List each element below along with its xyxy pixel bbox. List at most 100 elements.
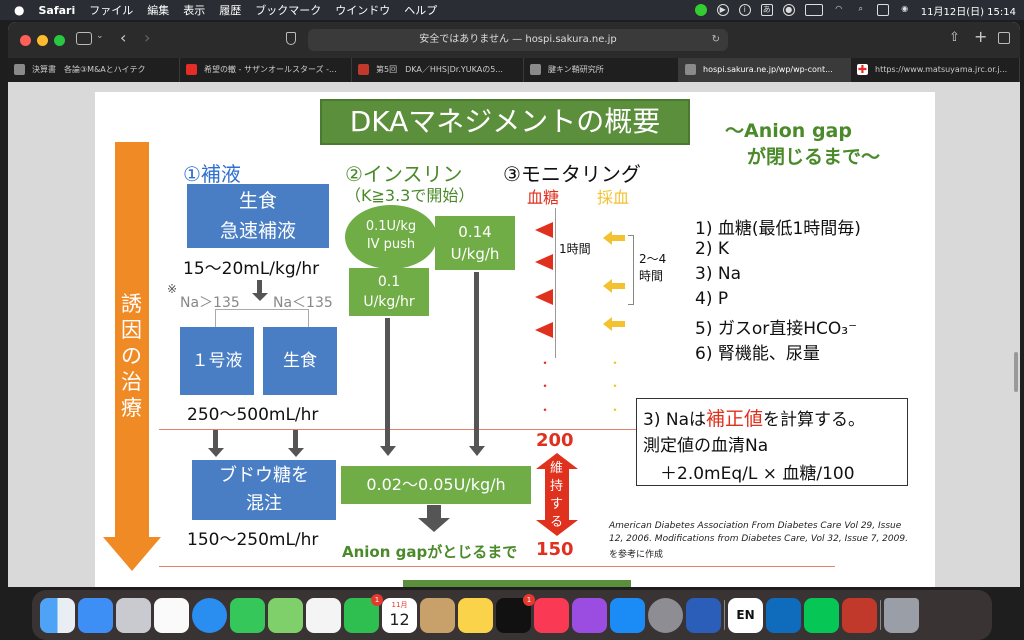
music-icon[interactable] xyxy=(534,597,569,633)
split-arrow-head xyxy=(252,293,268,301)
web-content: DKAマネジメントの概要 〜Anion gap が閉じるまで〜 誘 因 の 治 … xyxy=(8,82,1020,587)
back-button[interactable]: ‹ xyxy=(120,28,127,47)
menubar-clock[interactable]: 11月12日(日) 15:14 xyxy=(920,6,1016,18)
menu-file[interactable]: ファイル xyxy=(89,4,134,17)
monitor-item: 6) 腎機能、尿量 xyxy=(695,344,820,364)
trash-icon[interactable] xyxy=(884,597,919,633)
menu-edit[interactable]: 編集 xyxy=(147,4,170,17)
line-status-icon[interactable] xyxy=(694,4,707,16)
menu-bookmarks[interactable]: ブックマーク xyxy=(255,4,322,17)
calendar-month: 11月 xyxy=(391,600,408,609)
tab-item[interactable]: 決算書 各論③M&Aとハイテク xyxy=(8,58,180,82)
photos-icon[interactable] xyxy=(306,597,341,633)
tab-overview-icon[interactable] xyxy=(998,32,1010,44)
page-favicon-icon xyxy=(14,64,25,75)
menu-help[interactable]: ヘルプ xyxy=(404,4,438,17)
tab-group-chevron-icon[interactable]: ⌄ xyxy=(96,31,104,41)
mail-icon[interactable] xyxy=(78,597,113,633)
safari-icon[interactable] xyxy=(192,597,227,633)
play-icon[interactable]: ▶ xyxy=(716,4,729,16)
box-text: 0.1U/kg xyxy=(365,219,417,234)
menu-window[interactable]: ウインドウ xyxy=(335,4,391,17)
english-dictionary-icon[interactable]: EN xyxy=(728,597,763,633)
address-text: 安全ではありません — hospi.sakura.ne.jp xyxy=(419,34,617,45)
blood-draw-marker xyxy=(603,316,625,331)
outlook-icon[interactable] xyxy=(766,597,801,633)
reminders-icon[interactable] xyxy=(154,597,189,633)
tab-item[interactable]: 第5回 DKA／HHS|Dr.YUKAの5... xyxy=(352,58,524,82)
minimize-window-button[interactable] xyxy=(37,35,48,46)
page-favicon-icon xyxy=(530,64,541,75)
box-text: U/kg/hr xyxy=(363,294,415,310)
info-icon[interactable]: i xyxy=(738,4,751,16)
tab-item-active[interactable]: hospi.sakura.ne.jp/wp/wp-cont... xyxy=(679,58,851,82)
range-arrow-down-head xyxy=(536,520,578,536)
privacy-shield-icon[interactable] xyxy=(286,32,296,45)
facetime-icon[interactable]: 1 xyxy=(344,593,383,633)
citation-line3: を参考に作成 xyxy=(609,550,664,560)
maps-icon[interactable] xyxy=(268,597,303,633)
footer-divider-line xyxy=(159,566,835,567)
page-scrollbar[interactable] xyxy=(1014,352,1018,392)
saline-box: 生食 xyxy=(263,327,337,395)
forward-button[interactable]: › xyxy=(144,28,151,47)
tab-item[interactable]: 希望の轍 - サザンオールスターズ -... xyxy=(180,58,352,82)
close-window-button[interactable] xyxy=(20,35,31,46)
rate-15-20: 15〜20mL/kg/hr xyxy=(183,259,320,279)
app-store-icon[interactable] xyxy=(610,597,645,633)
text-part: 3) Naは xyxy=(643,410,706,430)
trigger-treatment-char: 療 xyxy=(121,396,142,420)
notes-icon[interactable] xyxy=(458,597,493,633)
contacts-icon[interactable] xyxy=(420,597,455,633)
glucose-check-marker xyxy=(535,289,553,305)
siri-icon[interactable]: ◉ xyxy=(901,4,909,13)
tab-label: 決算書 各論③M&Aとハイテク xyxy=(32,65,146,74)
spotlight-search-icon[interactable]: ⌕ xyxy=(858,4,863,13)
arrow-head xyxy=(380,446,396,456)
wifi-icon[interactable]: ◠ xyxy=(835,4,843,13)
word-icon[interactable] xyxy=(686,597,721,633)
anion-gap-note-line1: 〜Anion gap xyxy=(725,120,852,142)
calendar-icon[interactable]: 11月 12 xyxy=(382,597,417,633)
split-line-right xyxy=(308,309,309,327)
line-icon[interactable] xyxy=(804,597,839,633)
system-preferences-icon[interactable] xyxy=(648,597,683,633)
battery-icon[interactable] xyxy=(804,4,823,16)
keep-char: る xyxy=(550,515,564,530)
trigger-treatment-char: 誘 xyxy=(121,292,142,316)
apple-tv-icon[interactable]: 1 xyxy=(496,593,535,633)
until-anion-gap-closes: Anion gapがとじるまで xyxy=(342,543,518,561)
dock-divider xyxy=(724,600,725,630)
sidebar-toggle-icon[interactable] xyxy=(76,32,92,45)
glucose-label: 血糖 xyxy=(527,188,560,207)
tab-item[interactable]: 腱キン鞘研究所 xyxy=(524,58,679,82)
menu-view[interactable]: 表示 xyxy=(183,4,206,17)
monitor-timeline xyxy=(555,208,556,358)
note-mark: ※ xyxy=(167,282,178,296)
address-bar[interactable]: 安全ではありません — hospi.sakura.ne.jp ↻ xyxy=(308,29,728,51)
share-icon[interactable]: ⇧ xyxy=(949,30,960,45)
new-tab-button[interactable]: + xyxy=(974,27,988,46)
zoom-window-button[interactable] xyxy=(54,35,65,46)
control-center-icon[interactable] xyxy=(876,4,889,16)
photo-booth-icon[interactable] xyxy=(842,597,877,633)
menu-history[interactable]: 履歴 xyxy=(219,4,242,17)
text-part: を計算する。 xyxy=(763,410,866,430)
slide-title-text: DKAマネジメントの概要 xyxy=(349,105,661,138)
tab-label: 腱キン鞘研究所 xyxy=(548,65,604,74)
apple-icon[interactable]: ● xyxy=(14,3,25,17)
menu-app-safari[interactable]: Safari xyxy=(38,3,76,17)
input-method-icon[interactable]: あ xyxy=(760,4,773,16)
finder-icon[interactable] xyxy=(40,597,75,633)
app-label: EN xyxy=(736,607,755,622)
launchpad-icon[interactable] xyxy=(116,597,151,633)
blood-draw-marker xyxy=(603,230,625,245)
maintenance-arrow-stem xyxy=(427,505,441,519)
user-icon[interactable]: ● xyxy=(782,4,795,16)
safari-window: ⌄ ‹ › 安全ではありません — hospi.sakura.ne.jp ↻ ⇧… xyxy=(8,22,1020,587)
podcasts-icon[interactable] xyxy=(572,597,607,633)
messages-icon[interactable] xyxy=(230,597,265,633)
no1-solution-box: １号液 xyxy=(180,327,254,395)
reload-icon[interactable]: ↻ xyxy=(711,34,720,45)
tab-item[interactable]: ✚https://www.matsuyama.jrc.or.j... xyxy=(851,58,1020,82)
